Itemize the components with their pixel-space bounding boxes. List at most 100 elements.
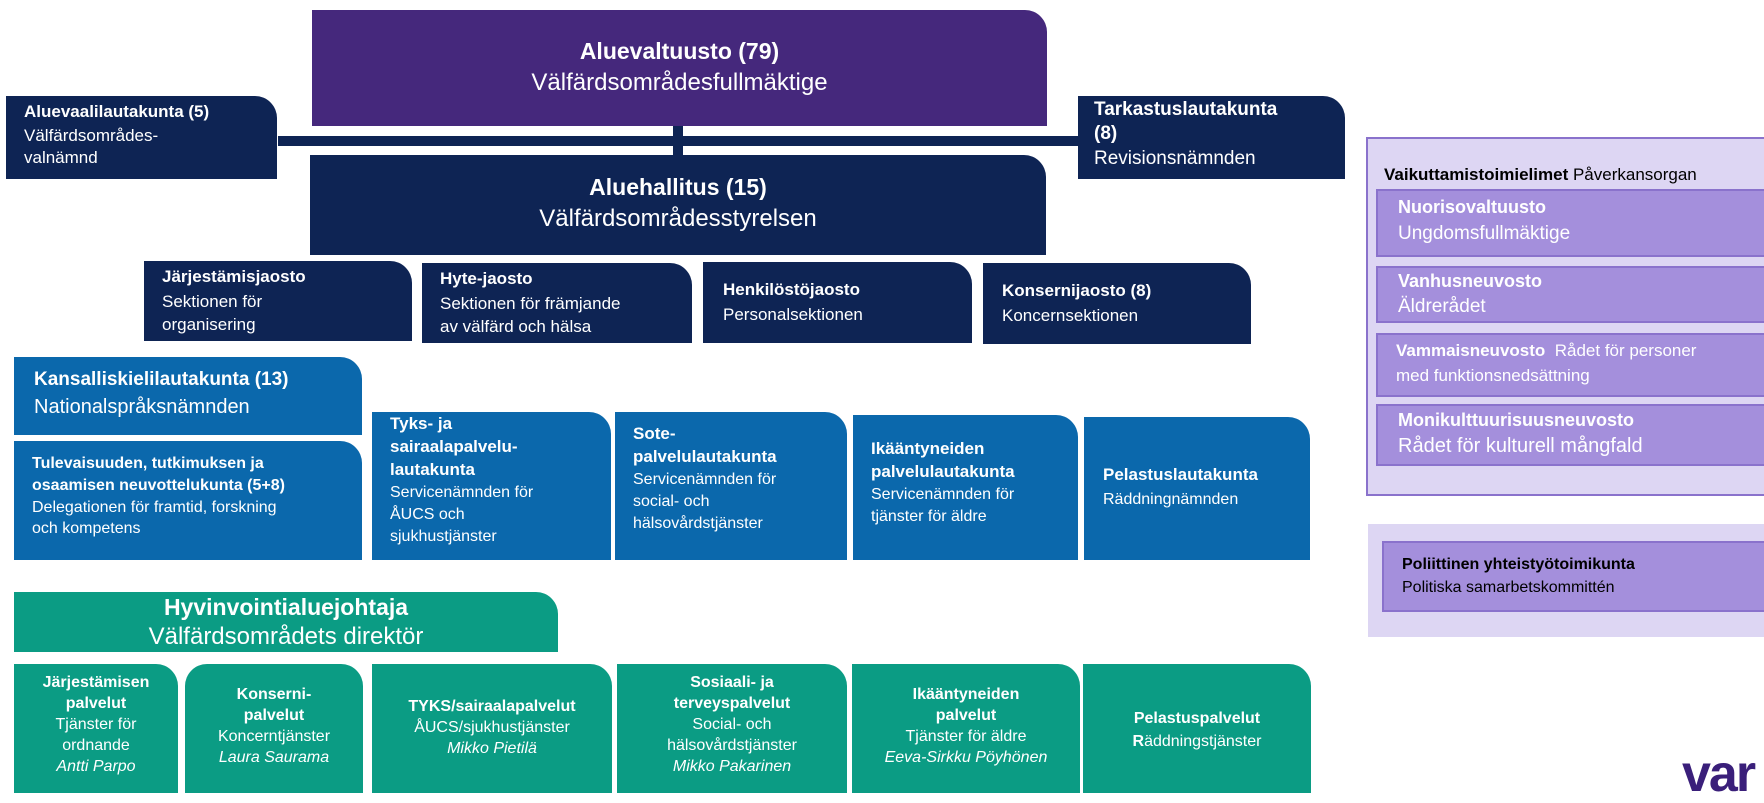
service-title: Sosiaali- ja: [690, 674, 774, 691]
service-subtitle: Räddningstjänster: [1083, 733, 1311, 751]
audit-board-subtitle: Revisionsnämnden: [1094, 148, 1256, 169]
service-title: Konserni-: [236, 686, 312, 703]
cooperation-subtitle: Politiska samarbetskommittén: [1402, 579, 1615, 596]
director-subtitle: Välfärdsområdets direktör: [148, 623, 424, 650]
influence-item-title: Monikulttuurisuusneuvosto: [1398, 410, 1634, 430]
influence-item-subtitle: Rådet för kulturell mångfald: [1398, 435, 1643, 457]
influence-heading-rest: Påverkansorgan: [1568, 165, 1697, 184]
service-board-sote: Sote- palvelulautakunta Servicenämnden f…: [615, 412, 847, 560]
section-group: Konsernijaosto (8) Koncernsektionen: [983, 263, 1251, 344]
service-board-subtitle: Räddningnämnden: [1103, 491, 1239, 508]
section-subtitle: av välfärd och hälsa: [440, 317, 592, 336]
service-subtitle: Tjänster för äldre: [905, 728, 1027, 745]
service-subtitle-rest: äddningstjänster: [1144, 733, 1262, 750]
service-board-subtitle: tjänster för äldre: [871, 508, 987, 525]
influence-heading: Vaikuttamistoimielimet Påverkansorgan: [1384, 165, 1697, 185]
section-title: Järjestämisjaosto: [162, 267, 306, 286]
service-board-title: Sote-: [633, 424, 676, 443]
service-person: Laura Saurama: [218, 749, 330, 766]
service-group: Konserni- palvelut Koncerntjänster Laura…: [185, 664, 363, 793]
section-wellbeing: Hyte-jaosto Sektionen för främjande av v…: [422, 263, 692, 343]
service-title: Järjestämisen: [42, 674, 150, 691]
service-board-title: sairaalapalvelu-: [390, 437, 518, 456]
government-subtitle: Välfärdsområdesstyrelsen: [539, 205, 817, 232]
section-personnel: Henkilöstöjaosto Personalsektionen: [703, 262, 972, 343]
future-board-subtitle: och kompetens: [32, 520, 141, 537]
influence-item-subtitle: med funktionsnedsättning: [1396, 366, 1590, 385]
service-rescue: Pelastuspalvelut Räddningstjänster: [1083, 664, 1311, 793]
service-board-title: Ikääntyneiden: [871, 439, 985, 458]
connector-vertical: [673, 126, 683, 156]
election-board-subtitle-2: valnämnd: [24, 148, 98, 167]
service-organising: Järjestämisen palvelut Tjänster för ordn…: [14, 664, 178, 793]
election-board-box: Aluevaalilautakunta (5) Välfärdsområdes-…: [6, 96, 277, 179]
service-board-title: Tyks- ja: [390, 414, 453, 433]
influence-item-disability: Vammaisneuvosto Rådet för personer med f…: [1376, 333, 1764, 397]
influence-item-title-rest: Rådet för personer: [1545, 341, 1697, 360]
influence-item-multicultural: Monikulttuurisuusneuvosto Rådet för kult…: [1376, 404, 1764, 466]
section-subtitle: Sektionen för: [162, 292, 263, 311]
cooperation-box: Poliittinen yhteistyötoimikunta Politisk…: [1382, 541, 1764, 612]
service-subtitle: Social- och: [692, 716, 772, 733]
future-board-box: Tulevaisuuden, tutkimuksen ja osaamisen …: [14, 441, 362, 560]
service-board-title: palvelulautakunta: [871, 462, 1015, 481]
influence-item-title: Vammaisneuvosto: [1396, 341, 1546, 360]
service-board-elderly: Ikääntyneiden palvelulautakunta Servicen…: [853, 415, 1078, 560]
council-box: Aluevaltuusto (79) Välfärdsområdesfullmä…: [312, 10, 1047, 126]
influence-item-title: Nuorisovaltuusto: [1398, 197, 1547, 217]
logo-text: var: [1682, 745, 1756, 803]
language-board-box: Kansalliskielilautakunta (13) Nationalsp…: [14, 357, 362, 435]
service-board-subtitle: Servicenämnden för: [871, 486, 1015, 503]
section-title: Henkilöstöjaosto: [723, 280, 860, 299]
future-board-subtitle: Delegationen för framtid, forskning: [32, 499, 277, 516]
future-board-title: Tulevaisuuden, tutkimuksen ja: [32, 455, 264, 472]
service-board-rescue: Pelastuslautakunta Räddningnämnden: [1084, 417, 1310, 560]
future-board-title: osaamisen neuvottelukunta (5+8): [32, 477, 285, 494]
service-board-title: palvelulautakunta: [633, 447, 777, 466]
service-board-title: Pelastuslautakunta: [1103, 465, 1258, 484]
influence-item-elderly: Vanhusneuvosto Äldrerådet: [1376, 266, 1764, 323]
audit-board-box: Tarkastuslautakunta (8) Revisionsnämnden: [1078, 96, 1345, 179]
director-box: Hyvinvointialuejohtaja Välfärdsområdets …: [14, 592, 558, 652]
influence-item-subtitle: Ungdomsfullmäktige: [1398, 223, 1571, 244]
section-organising: Järjestämisjaosto Sektionen för organise…: [144, 261, 412, 341]
service-subtitle: Koncerntjänster: [217, 728, 331, 745]
influence-heading-bold: Vaikuttamistoimielimet: [1384, 165, 1569, 184]
government-title: Aluehallitus (15): [589, 174, 767, 200]
language-board-subtitle: Nationalspråksnämnden: [34, 396, 250, 418]
service-subtitle: hälsovårdstjänster: [667, 737, 797, 754]
service-board-subtitle: social- och: [633, 493, 710, 510]
service-title: palvelut: [935, 707, 997, 724]
service-board-hospital: Tyks- ja sairaalapalvelu- lautakunta Ser…: [372, 412, 611, 560]
service-person: Mikko Pakarinen: [672, 758, 792, 775]
council-title: Aluevaltuusto (79): [579, 38, 780, 64]
service-title: terveyspalvelut: [673, 695, 791, 712]
section-title: Hyte-jaosto: [440, 269, 533, 288]
service-title: TYKS/sairaalapalvelut: [408, 698, 576, 715]
service-board-subtitle: Servicenämnden för: [390, 484, 534, 501]
language-board-title: Kansalliskielilautakunta (13): [34, 369, 289, 390]
director-title: Hyvinvointialuejohtaja: [163, 594, 409, 620]
service-subtitle: ÅUCS/sjukhustjänster: [414, 719, 570, 736]
service-board-subtitle: ÅUCS och: [390, 506, 465, 523]
section-title: Konsernijaosto (8): [1002, 281, 1152, 300]
service-person: Antti Parpo: [56, 758, 136, 775]
influence-item-subtitle: Äldrerådet: [1398, 296, 1486, 317]
service-person: Eeva-Sirkku Pöyhönen: [884, 749, 1048, 766]
service-person: Mikko Pietilä: [447, 740, 537, 757]
audit-board-title-1: Tarkastuslautakunta: [1094, 99, 1278, 120]
service-title: palvelut: [65, 695, 127, 712]
audit-board-title-2: (8): [1094, 123, 1118, 144]
influence-item-youth: Nuorisovaltuusto Ungdomsfullmäktige: [1376, 189, 1764, 257]
government-box: Aluehallitus (15) Välfärdsområdesstyrels…: [310, 155, 1046, 255]
service-subtitle-initial: R: [1132, 733, 1145, 750]
section-subtitle: Personalsektionen: [723, 305, 863, 324]
service-social-health: Sosiaali- ja terveyspalvelut Social- och…: [617, 664, 847, 793]
influence-item-title: Vanhusneuvosto: [1398, 271, 1543, 291]
influence-item-title-row: Vammaisneuvosto Rådet för personer: [1396, 341, 1764, 361]
section-subtitle: organisering: [162, 315, 256, 334]
service-subtitle: ordnande: [62, 737, 130, 754]
service-title: Pelastuspalvelut: [1133, 710, 1261, 727]
service-board-subtitle: hälsovårdstjänster: [633, 515, 763, 532]
service-subtitle: Tjänster för: [55, 716, 137, 733]
